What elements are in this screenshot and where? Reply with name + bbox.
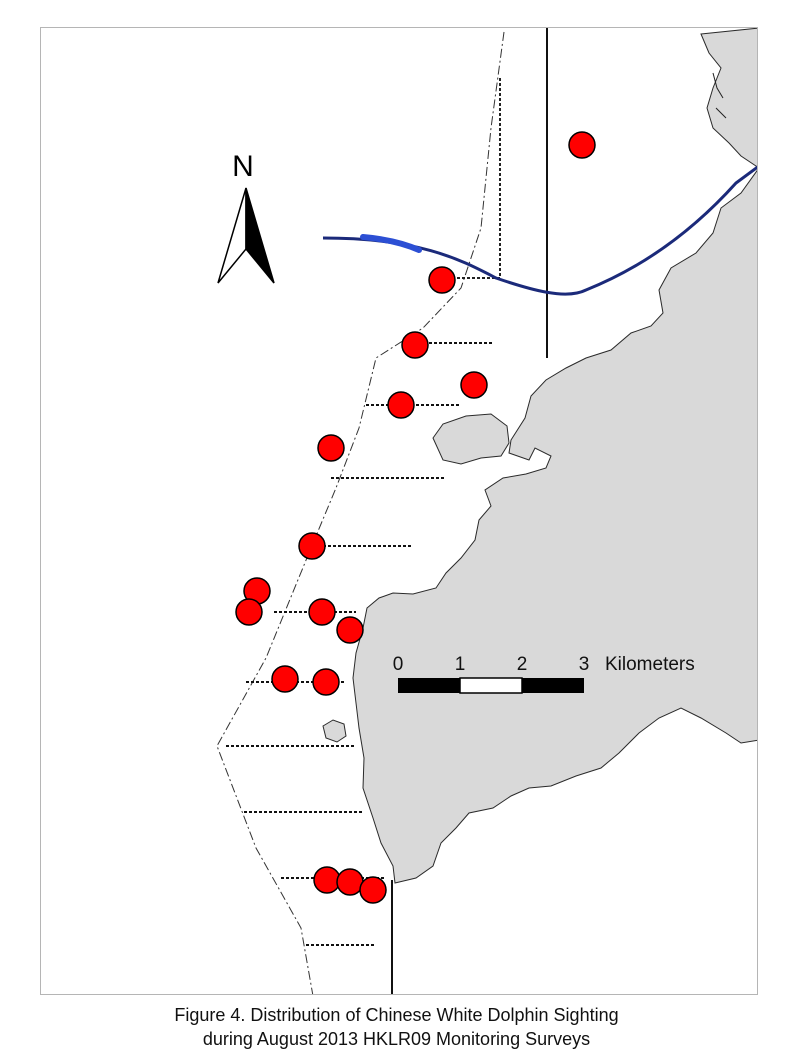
bridge-highlight-segment [360, 234, 422, 253]
caption-line-2: during August 2013 HKLR09 Monitoring Sur… [202, 1029, 591, 1049]
map-frame: N 0 1 2 3 Kilometers [40, 27, 758, 995]
caption-line-1: Figure 4. Distribution of Chinese White … [174, 1005, 619, 1025]
figure-caption: Figure 4. Distribution of Chinese White … [0, 1003, 793, 1051]
bridge-alignment [322, 165, 757, 296]
scale-bar-segment [522, 678, 584, 693]
sighting-marker-icon[interactable] [359, 876, 387, 904]
sighting-marker-icon[interactable] [298, 532, 326, 560]
sighting-marker-icon[interactable] [317, 434, 345, 462]
sighting-marker-icon[interactable] [401, 331, 429, 359]
land-lantau-island [352, 169, 757, 884]
sighting-marker-icon[interactable] [387, 391, 415, 419]
scale-bar-segment [459, 677, 523, 694]
sighting-marker-icon[interactable] [235, 598, 263, 626]
scale-tick-label: 1 [455, 654, 466, 675]
sighting-marker-icon[interactable] [460, 371, 488, 399]
sighting-marker-icon[interactable] [313, 866, 341, 894]
sighting-markers [235, 131, 596, 904]
land-small-islet [322, 719, 347, 743]
scale-tick-label: 3 [579, 654, 590, 675]
sighting-marker-icon[interactable] [336, 868, 364, 896]
north-arrow: N [217, 150, 275, 284]
land-north-peninsula [700, 28, 757, 168]
sighting-marker-icon[interactable] [271, 665, 299, 693]
scale-unit-label: Kilometers [605, 654, 695, 675]
sighting-marker-icon[interactable] [568, 131, 596, 159]
scale-bar: 0 1 2 3 Kilometers [393, 654, 695, 694]
survey-box-outline [441, 78, 501, 279]
north-arrow-label: N [232, 150, 254, 183]
land-island-headland [432, 413, 510, 465]
shore-inlet-detail [712, 72, 727, 119]
north-arrow-icon [217, 187, 275, 284]
survey-area-boundary [216, 31, 505, 994]
scale-tick-label: 2 [517, 654, 528, 675]
scale-tick-label: 0 [393, 654, 404, 675]
scale-bar-segment [398, 678, 460, 693]
sighting-marker-icon[interactable] [312, 668, 340, 696]
sighting-marker-icon[interactable] [336, 616, 364, 644]
sighting-marker-icon[interactable] [428, 266, 456, 294]
map-canvas: N 0 1 2 3 Kilometers [216, 28, 757, 994]
sighting-marker-icon[interactable] [308, 598, 336, 626]
